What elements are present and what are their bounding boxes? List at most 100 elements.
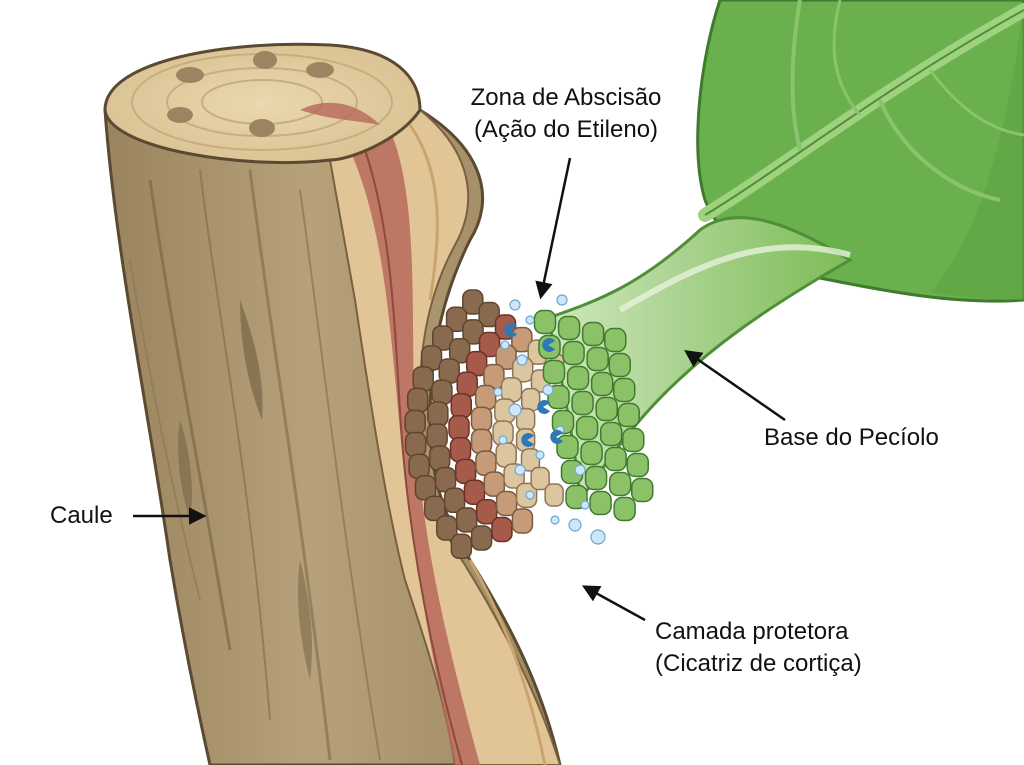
petiole-cell: [566, 365, 590, 391]
water-droplet: [498, 435, 508, 445]
water-droplet: [580, 500, 590, 510]
cork-cell: [470, 525, 493, 551]
cork-cell: [436, 515, 458, 541]
cell: [470, 428, 493, 455]
cork-cell: [445, 306, 468, 333]
cork-cell: [427, 401, 449, 427]
enzyme-icon: [550, 430, 563, 445]
water-droplet: [525, 315, 535, 325]
cork-cell: [448, 338, 471, 364]
petiole-cells: [533, 309, 654, 522]
cork-cell: [404, 431, 427, 458]
cell: [511, 508, 534, 534]
cork-cell: [431, 379, 453, 405]
cork-cell: [432, 325, 454, 351]
cork-cell: [450, 392, 473, 419]
water-droplet: [509, 299, 521, 311]
cell: [511, 326, 533, 353]
water-droplet: [542, 384, 554, 396]
petiole-cell: [590, 371, 614, 397]
label-protective-layer-line2: (Cicatriz de cortiça): [655, 650, 862, 677]
cork-cell: [491, 516, 513, 543]
enzyme-icon: [537, 400, 550, 415]
petiole-cell: [612, 377, 636, 403]
cork-cell: [426, 423, 448, 449]
label-stem: Caule: [50, 502, 113, 529]
cork-cell: [456, 371, 478, 397]
cork-cell: [408, 453, 430, 480]
enzyme-icon: [521, 433, 534, 448]
water-droplet: [590, 529, 606, 545]
arrow-protective-layer: [581, 585, 646, 622]
petiole-cell: [604, 446, 627, 472]
water-droplet: [568, 518, 582, 532]
petiole-cell: [617, 402, 640, 428]
separation-cell: [530, 466, 550, 491]
label-abscission-zone-line1: Zona de Abscisão: [470, 84, 662, 111]
enzyme-icon: [542, 337, 555, 352]
petiole-cell: [556, 434, 579, 460]
cork-cell: [449, 437, 472, 463]
cell: [470, 406, 493, 433]
petiole-cell: [599, 421, 623, 447]
separation-cell: [500, 376, 523, 403]
water-droplet: [535, 450, 545, 460]
cell: [495, 490, 518, 517]
water-droplet: [574, 464, 586, 476]
petiole-cell: [571, 390, 594, 416]
petiole-cell: [608, 471, 632, 497]
cork-cell: [455, 507, 478, 533]
cork-cell: [475, 498, 498, 525]
petiole-cell: [630, 477, 654, 503]
cork-cell: [462, 319, 484, 345]
petiole-cell: [580, 440, 603, 466]
label-petiole-base: Base do Pecíolo: [764, 424, 939, 451]
label-abscission-zone-line2: (Ação do Etileno): [473, 116, 659, 143]
cell: [474, 384, 497, 411]
petiole-cell: [584, 465, 608, 491]
cork-cell: [404, 409, 426, 436]
petiole-cell: [586, 346, 609, 372]
cork-cell: [448, 414, 470, 441]
water-droplet: [500, 340, 510, 350]
petiole-cell: [589, 490, 612, 516]
abscission-zone-cells: [404, 289, 565, 560]
cork-cell: [478, 301, 500, 328]
petiole-cell: [542, 359, 566, 385]
water-droplet: [525, 490, 535, 500]
label-protective-layer: Camada protetora (Cicatriz de cortiça): [655, 616, 862, 680]
annotation-arrows: [133, 157, 786, 622]
enzyme-icon: [504, 323, 517, 338]
cork-cell: [428, 445, 451, 471]
petiole-cell: [533, 309, 557, 335]
cork-cell: [450, 533, 473, 560]
petiole-cell: [557, 315, 581, 341]
petiole-cell: [581, 321, 605, 347]
water-droplet: [550, 515, 560, 525]
separation-cell: [520, 387, 541, 412]
separation-cell: [544, 483, 564, 507]
water-droplet: [556, 294, 568, 306]
petiole-cell: [608, 352, 631, 378]
cork-cell: [438, 358, 460, 384]
label-abscission-zone: Zona de Abscisão (Ação do Etileno): [450, 82, 682, 146]
petiole-cell: [562, 340, 585, 366]
water-droplet: [516, 354, 528, 366]
label-protective-layer-line1: Camada protetora: [655, 618, 849, 645]
water-droplet: [508, 403, 522, 417]
water-droplet: [514, 464, 526, 476]
cork-cell: [412, 366, 434, 392]
separation-cell: [520, 448, 541, 472]
cork-cell: [406, 387, 429, 414]
water-droplet: [493, 387, 503, 397]
petiole-cell: [621, 427, 645, 453]
arrow-petiole-base: [684, 350, 786, 422]
cork-cell: [478, 331, 501, 358]
petiole-cell: [613, 496, 636, 522]
enzyme-particles: [493, 294, 606, 545]
petiole-cell: [603, 327, 627, 353]
petiole-cell: [575, 415, 599, 441]
petiole-cell: [595, 396, 618, 422]
arrow-abscission-zone: [535, 157, 572, 300]
